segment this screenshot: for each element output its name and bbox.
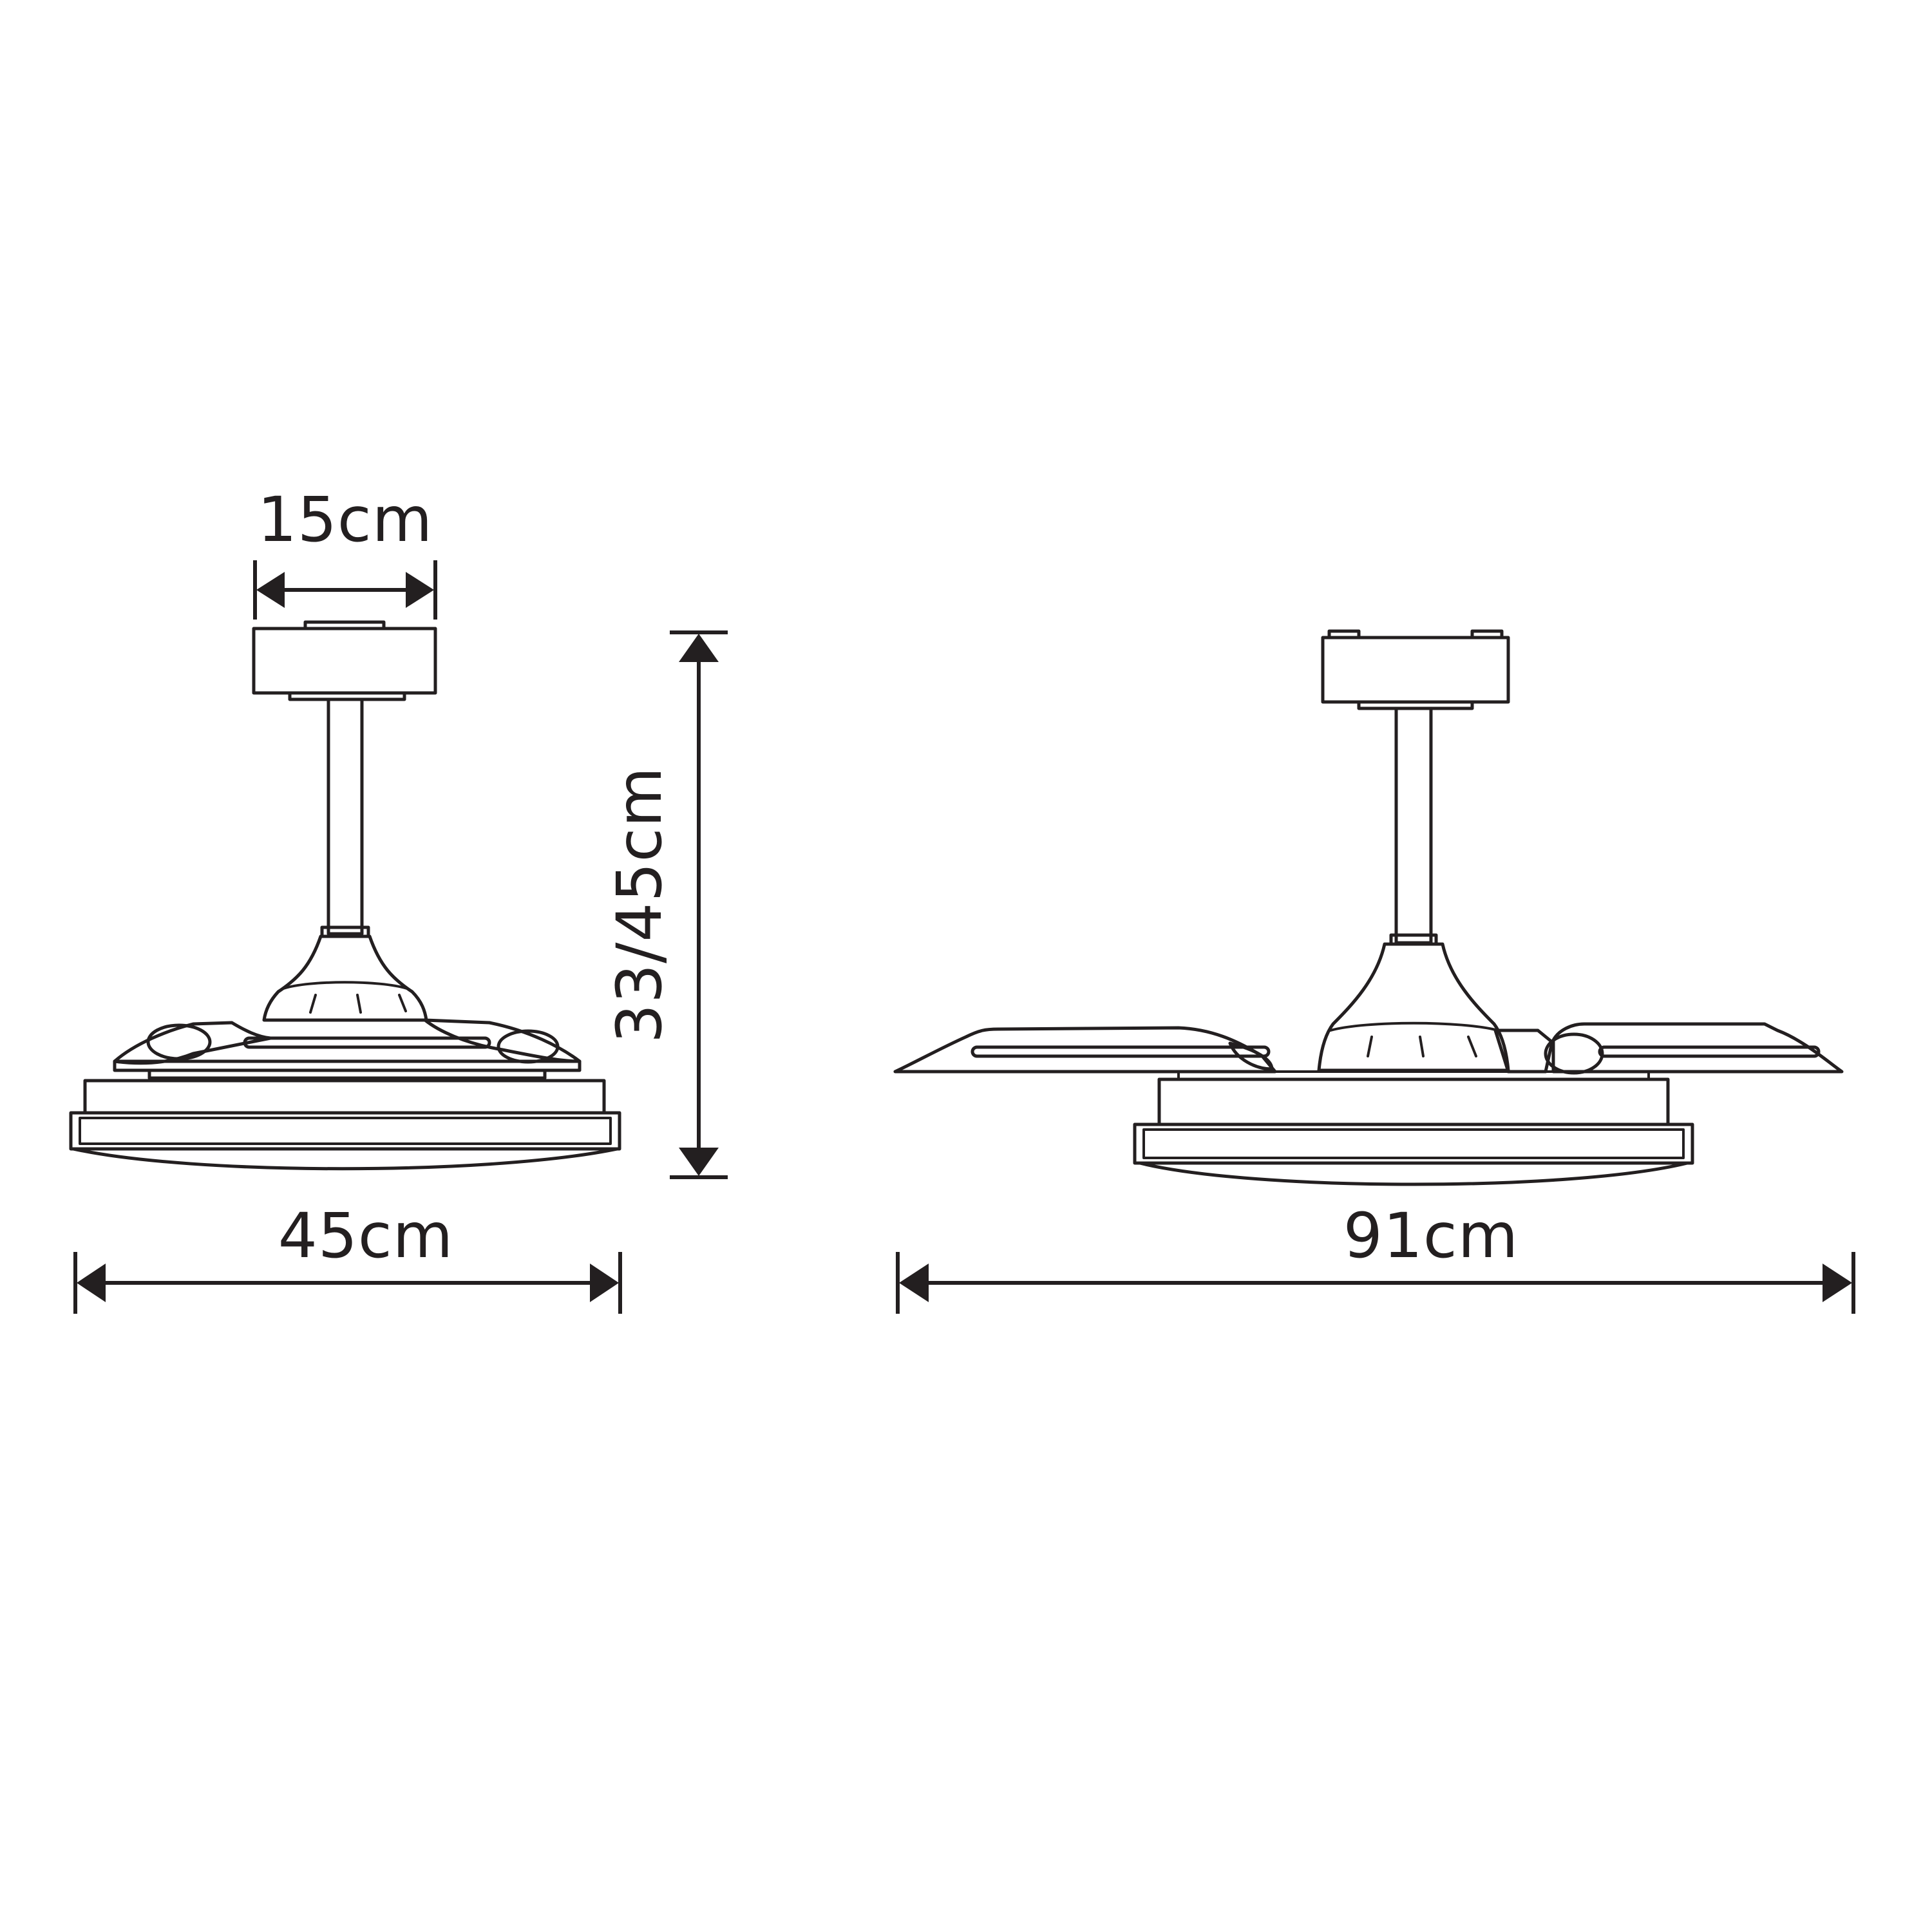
arrowhead-right-icon [590,1264,619,1302]
downrod [327,697,364,936]
housing-top [1157,1077,1670,1126]
light-frame [1133,1122,1694,1165]
dim-open-diameter: 91cm [896,1200,1855,1314]
motor-rib [309,994,317,1014]
light-diffuser [71,1147,619,1171]
blade-slot-left [971,1045,1271,1058]
blade-slot-right [1598,1045,1821,1058]
dim-closed-diameter: 45cm [73,1200,622,1314]
arrowhead-left-icon [899,1264,929,1302]
dim-label-canopy: 15cm [258,484,433,556]
arrowhead-left-icon [77,1264,106,1302]
folded-blade-right [423,1018,582,1063]
dim-label-height: 33/45cm [603,766,676,1043]
motor-rib [398,994,407,1012]
canopy-top-plate [303,620,386,630]
light-diffuser [1138,1161,1689,1186]
arrowhead-right-icon [406,572,434,608]
arrowhead-up-icon [679,634,719,662]
blade-arm [1493,1028,1554,1074]
motor-rib [356,994,362,1014]
motor-housing-rim [1329,1021,1499,1032]
housing-band [147,1068,547,1080]
light-frame-upper [83,1079,606,1115]
motor-housing-rim [282,981,408,990]
canopy [252,627,437,695]
blade-hinge-right [497,1029,560,1064]
arrowhead-left-icon [256,572,285,608]
blade-hinge-left [1228,1041,1274,1071]
downrod [1394,706,1433,945]
arrowhead-down-icon [679,1148,719,1176]
dim-canopy-width: 15cm [253,484,437,620]
fan-open-drawing [893,629,1844,1186]
light-frame-lower [69,1111,621,1151]
motor-rib [1367,1036,1373,1057]
motor-housing [1317,942,1510,1072]
dim-label-open: 91cm [1343,1200,1519,1272]
blade-left [893,1026,1277,1074]
motor-housing [262,934,428,1022]
dim-height: 33/45cm [603,630,728,1179]
canopy-top-plate-left [1327,629,1361,639]
blade-right [1551,1022,1844,1074]
motor-rib [1467,1036,1477,1057]
housing-top [113,1059,582,1072]
dim-label-closed: 45cm [278,1200,453,1272]
canopy [1321,636,1510,704]
motor-rib [1419,1036,1425,1057]
arrowhead-right-icon [1823,1264,1852,1302]
blade-slot [243,1036,491,1049]
light-frame-inner [1142,1128,1685,1159]
housing-band [1177,1070,1650,1081]
canopy-top-plate-right [1470,629,1504,639]
fan-closed-drawing [69,620,621,1171]
blade-hinge-left [146,1023,212,1061]
light-frame-inner [79,1117,612,1145]
